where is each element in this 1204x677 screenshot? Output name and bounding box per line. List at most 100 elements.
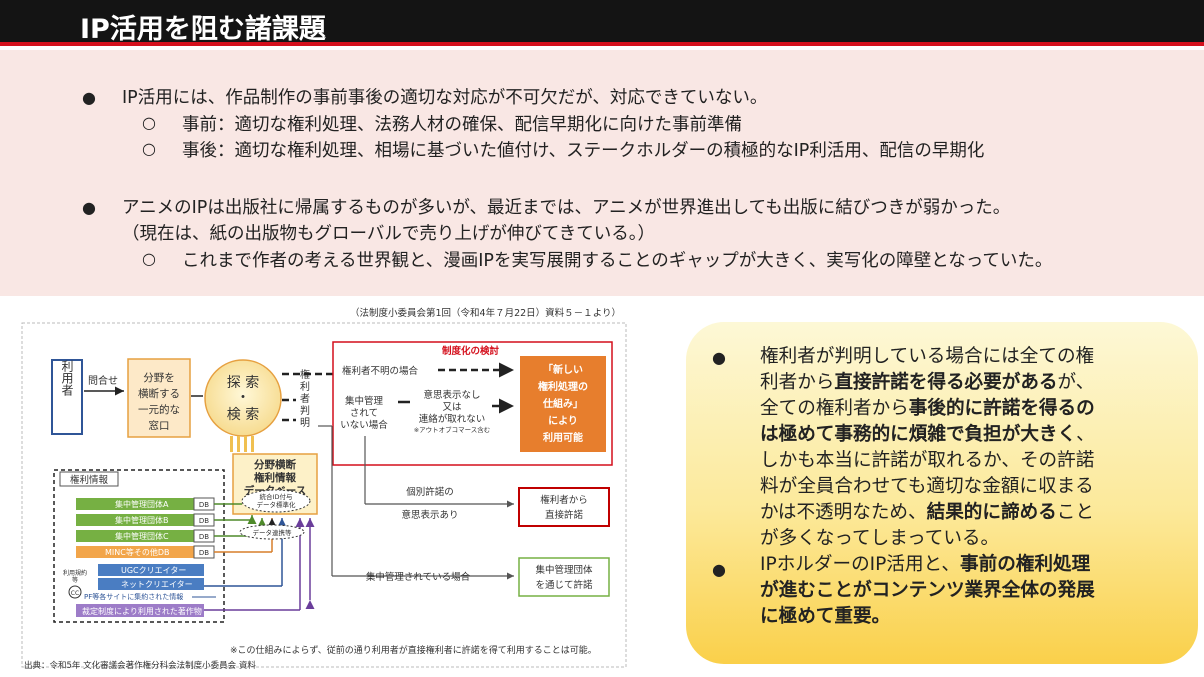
bullet-dot: ● <box>82 198 96 217</box>
unknown-label: 権利者不明の場合 <box>342 365 419 377</box>
id-label-line-1: 統合ID付与 <box>260 492 293 501</box>
collective-group-line-1: 集中管理団体 <box>535 564 593 576</box>
collective-b-row <box>76 514 214 526</box>
judge-char-2: 利 <box>300 381 310 393</box>
emphasis-prior-rights: 事前の権利処理 <box>960 554 1091 575</box>
sub-bullet-circle: ○ <box>142 113 156 132</box>
db-badge-label: DB <box>199 533 209 541</box>
db-link-bar <box>230 436 233 452</box>
sub-bullet-after: 事後：適切な権利処理、相場に基づいた値付け、ステークホルダーの積極的なIP利活用… <box>182 141 985 161</box>
net-creator-row <box>98 578 204 590</box>
db-title-line-1: 分野横断 <box>254 458 296 471</box>
bullet-ip-utilization: IP活用には、作品制作の事前事後の適切な対応が不可欠だが、対応できていない。 <box>122 88 768 108</box>
db-link-bar <box>244 436 247 452</box>
new-scheme-line-5: 利用可能 <box>543 431 583 444</box>
db-title-line-2: 権利情報 <box>254 471 296 484</box>
no-intent-line-3: 連絡が取れない <box>419 413 486 425</box>
minc-label: MINC等その他DB <box>105 547 169 557</box>
ruling-row <box>76 604 204 617</box>
collective-label: 集中管理されている場合 <box>366 571 471 583</box>
no-intent-line-2: 又は <box>442 402 462 413</box>
new-scheme-line-2: 権利処理の <box>538 380 588 393</box>
sub-bullet-before: 事前：適切な権利処理、法務人材の確保、配信早期化に向けた事前準備 <box>182 115 742 135</box>
collective-c-label: 集中管理団体C <box>115 531 169 541</box>
data-link-label: データ連携等 <box>253 528 293 537</box>
db-link-bar <box>237 436 240 452</box>
individual-line-1: 個別許諾の <box>406 486 454 498</box>
sub-bullet-live-action: これまで作者の考える世界観と、漫画IPを実写展開することのギャップが大きく、実写… <box>182 251 1053 271</box>
judge-char-5: 明 <box>300 417 310 429</box>
data-link-ellipse <box>239 524 305 540</box>
diagram-source-top: （法制度小委員会第1回（令和4年７月22日）資料５－１より） <box>350 307 621 319</box>
diagram-note: ※この仕組みによらず、従前の通り利用者が直接権利者に許諾を得て利用することは可能… <box>230 644 597 656</box>
net-creator-label: ネットクリエイター <box>121 580 193 589</box>
collective-group-line-2: を通じて許諾 <box>535 579 593 591</box>
ruling-label: 裁定制度により利用された著作物 <box>82 606 202 616</box>
emphasis-industry: が進むことがコンテンツ業界全体の発展 <box>760 580 1095 601</box>
window-line-3: 一元的な <box>138 403 180 416</box>
pf-info-label: PF等各サイトに集約された情報 <box>84 592 183 601</box>
emphasis-burden: は極めて事務的に煩雑で負担が大きく <box>760 424 1077 445</box>
rights-info-label-box <box>59 471 119 487</box>
ugc-row <box>98 564 204 576</box>
not-collective-line-1: 集中管理 <box>345 395 384 407</box>
title-bar: IP活用を阻む諸課題 <box>0 0 1204 46</box>
collective-a-label: 集中管理団体A <box>115 499 169 509</box>
rights-processing-diagram: （法制度小委員会第1回（令和4年７月22日）資料５－１より） 利用者 問合せ 分… <box>0 296 680 677</box>
diagram-frame <box>21 322 627 668</box>
review-title: 制度化の検討 <box>442 345 500 357</box>
sub-bullet-circle: ○ <box>142 249 156 268</box>
id-standardize-ellipse <box>241 489 311 513</box>
direct-line-1: 権利者から <box>540 494 588 506</box>
new-scheme-line-3: 仕組み」 <box>542 397 583 410</box>
rights-info-label: 権利情報 <box>70 474 109 486</box>
cc-label: CC <box>71 590 79 597</box>
collective-c-row <box>76 530 214 542</box>
rights-info-frame <box>53 469 225 623</box>
bullet-anime-ip-note: （現在は、紙の出版物もグローバルで売り上げが伸びてきている。） <box>122 224 656 244</box>
card-bullet-dot: ● <box>712 348 726 367</box>
emphasis-direct-permission: 直接許諾を得る必要がある <box>834 372 1058 393</box>
cc-icon <box>68 585 82 599</box>
collective-b-label: 集中管理団体B <box>115 515 169 525</box>
not-collective-line-3: いない場合 <box>340 419 388 431</box>
emphasis-give-up: 結果的に諦める <box>926 502 1057 523</box>
sub-bullet-circle: ○ <box>142 139 156 158</box>
page-title: IP活用を阻む諸課題 <box>80 14 326 45</box>
user-box <box>51 359 83 435</box>
db-badge-label: DB <box>199 549 209 557</box>
search-line-2: ・ <box>236 390 250 406</box>
bullet-dot: ● <box>82 88 96 107</box>
diagram-source-bottom: 出典：令和5年 文化審議会著作権分科会法制度小委員会 資料 <box>24 660 256 671</box>
user-label: 利用者 <box>60 360 74 397</box>
out-of-commerce-note: ※アウトオブコマース含む <box>414 425 491 434</box>
individual-line-2: 意思表示あり <box>401 509 458 521</box>
card-paragraph-1: 権利者が判明している場合には全ての権 利者から直接許諾を得る必要があるが、 全て… <box>760 346 1095 549</box>
review-box <box>332 341 613 466</box>
inquiry-label: 問合せ <box>88 374 118 387</box>
emphasis-ex-post-permission: 事後的に許諾を得るの <box>908 398 1095 419</box>
db-link-bar <box>251 436 254 452</box>
judge-char-4: 判 <box>300 405 310 417</box>
new-scheme-line-1: 「新しい <box>543 363 583 376</box>
window-box <box>127 358 191 438</box>
card-bullet-dot: ● <box>712 560 726 579</box>
id-label-line-2: データ標準化 <box>257 500 297 509</box>
ugc-label: UGCクリエイター <box>121 566 186 575</box>
window-line-4: 窓口 <box>149 419 170 432</box>
no-intent-line-1: 意思表示なし <box>423 389 480 401</box>
window-line-2: 横断する <box>138 387 180 400</box>
judge-char-3: 者 <box>300 393 310 405</box>
minc-row <box>76 546 214 558</box>
collective-a-row <box>76 498 214 510</box>
direct-permission-box <box>518 487 610 527</box>
card-paragraph-2: IPホルダーのIP活用と、事前の権利処理 が進むことがコンテンツ業界全体の発展 … <box>760 554 1095 627</box>
bullet-anime-ip: アニメのIPは出版社に帰属するものが多いが、最近までは、アニメが世界進出しても出… <box>122 198 1011 218</box>
rights-expr-line-2: 等 <box>72 576 78 584</box>
summary-card: ● 権利者が判明している場合には全ての権 利者から直接許諾を得る必要があるが、 … <box>686 322 1198 664</box>
collective-group-box <box>518 557 610 597</box>
new-scheme-box <box>520 356 606 452</box>
issues-section: ● IP活用には、作品制作の事前事後の適切な対応が不可欠だが、対応できていない。… <box>0 50 1204 296</box>
emphasis-important: に極めて重要。 <box>760 606 891 627</box>
search-circle <box>204 359 282 437</box>
